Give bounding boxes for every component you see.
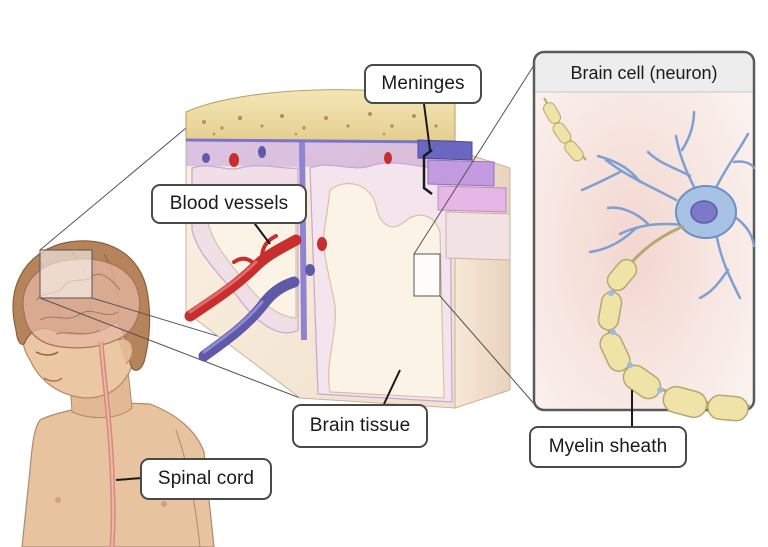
blood-vessels-label: Blood vessels bbox=[151, 184, 307, 224]
child-ear bbox=[117, 338, 133, 365]
white-matter-right bbox=[323, 182, 445, 399]
meninges-dura-step bbox=[417, 139, 473, 161]
artery-highlight bbox=[188, 260, 258, 314]
dura-mater bbox=[185, 138, 456, 144]
leader-spinal-cord bbox=[115, 477, 143, 481]
vein bbox=[198, 276, 300, 362]
skull-bone-pores bbox=[202, 112, 438, 136]
child-mouth bbox=[43, 377, 63, 382]
neuron-panel-title: Brain cell (neuron) bbox=[570, 62, 718, 83]
nodes-of-ranvier bbox=[608, 290, 663, 393]
brain-tissue-label: Brain tissue bbox=[292, 404, 428, 448]
meninges-bracket bbox=[422, 149, 433, 195]
neuron-panel-frame bbox=[532, 50, 756, 412]
zoom-lines-tissue bbox=[413, 61, 537, 407]
brain-cross-section bbox=[184, 89, 511, 409]
myelin-sheath-label: Myelin sheath bbox=[529, 426, 687, 468]
brain-fissure bbox=[299, 141, 307, 341]
leader-blood-vessels bbox=[251, 219, 271, 245]
leader-meninges bbox=[423, 103, 431, 151]
vessel-cross-sections bbox=[202, 146, 392, 276]
neuron-nucleus bbox=[690, 200, 718, 224]
neuron-panel bbox=[532, 50, 756, 422]
spinal-cord-label: Spinal cord bbox=[140, 458, 272, 500]
leader-lines bbox=[115, 103, 633, 481]
meninges-layer-front bbox=[186, 140, 455, 168]
meninges-pia-step bbox=[437, 185, 507, 213]
meninges-arachnoid-step bbox=[427, 159, 495, 187]
meninges-label: Meninges bbox=[364, 64, 482, 104]
zoom-region-tissue bbox=[413, 253, 441, 297]
upper-axon bbox=[543, 97, 587, 162]
child-spinal-cord-highlight bbox=[100, 341, 115, 547]
child-nipple bbox=[55, 497, 61, 503]
vein-highlight bbox=[202, 300, 264, 354]
neuron-panel-header bbox=[535, 53, 753, 92]
child-nipple-2 bbox=[161, 501, 167, 507]
gray-matter-step bbox=[445, 211, 511, 261]
myelin-segments bbox=[597, 258, 749, 422]
zoom-region-head bbox=[39, 249, 93, 299]
child-eye bbox=[35, 351, 59, 356]
leader-brain-tissue bbox=[383, 369, 401, 405]
